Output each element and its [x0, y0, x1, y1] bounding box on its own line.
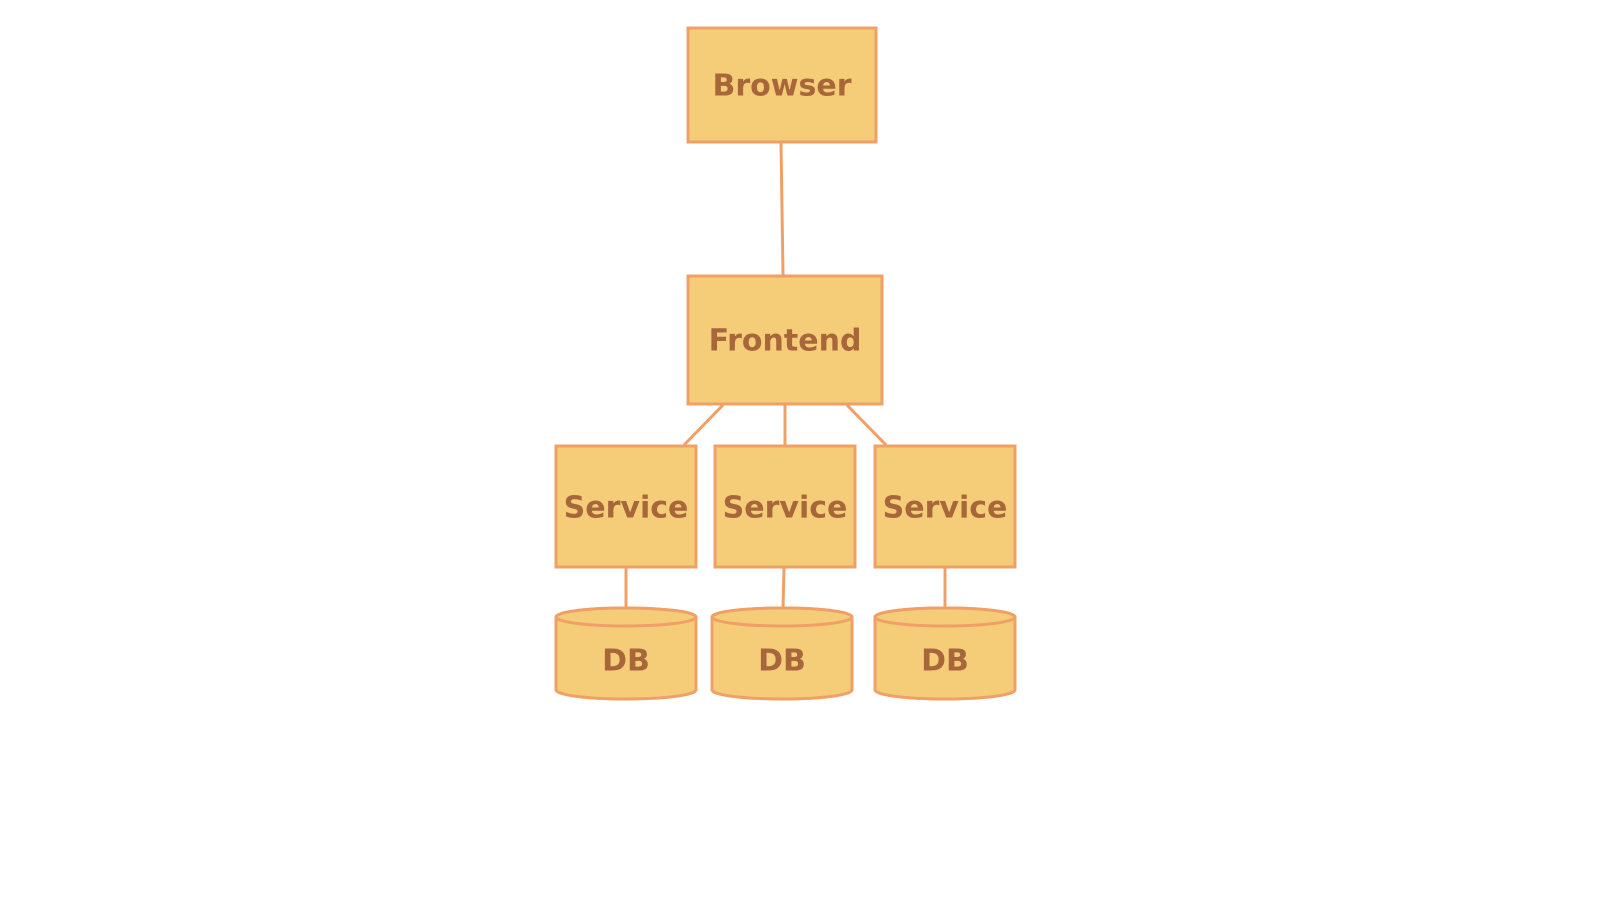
edge-frontend-service-3 [845, 403, 888, 447]
frontend-label: Frontend [709, 324, 862, 359]
service-box [713, 444, 857, 569]
db-cylinder-top [710, 606, 854, 628]
service-box [554, 444, 698, 569]
db-node-2[interactable]: DB [710, 606, 854, 701]
db-node-3[interactable]: DB [873, 606, 1017, 701]
edge-service-2-db-2 [781, 567, 786, 611]
browser-label: Browser [713, 69, 852, 104]
frontend-node[interactable]: Frontend [686, 274, 884, 406]
service-node-3[interactable]: Service [873, 444, 1017, 569]
browser-box [686, 26, 878, 144]
db-label: DB [921, 644, 969, 679]
service-label: Service [723, 491, 848, 526]
service-node-1[interactable]: Service [554, 444, 698, 569]
edges [624, 142, 947, 611]
edge-browser-frontend [779, 142, 785, 276]
browser-node[interactable]: Browser [686, 26, 878, 144]
service-box [873, 444, 1017, 569]
service-label: Service [564, 491, 689, 526]
db-cylinder-top [873, 606, 1017, 628]
service-node-2[interactable]: Service [713, 444, 857, 569]
edge-frontend-service-1 [682, 403, 725, 447]
service-label: Service [883, 491, 1008, 526]
db-label: DB [602, 644, 650, 679]
frontend-box [686, 274, 884, 406]
db-cylinder-top [554, 606, 698, 628]
db-label: DB [758, 644, 806, 679]
db-node-1[interactable]: DB [554, 606, 698, 701]
